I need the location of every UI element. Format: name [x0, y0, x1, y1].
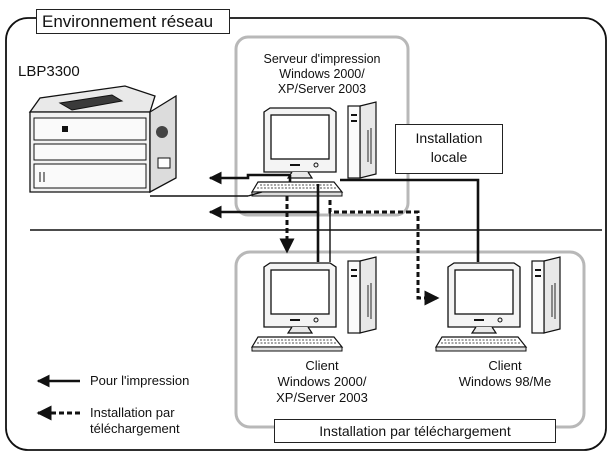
- printer-image: [28, 85, 177, 194]
- client2-computer: [435, 256, 561, 352]
- local-install-line2: locale: [430, 149, 468, 165]
- download-install-box: Installation par téléchargement: [274, 419, 556, 443]
- local-install-box: Installation locale: [395, 124, 503, 174]
- printer-model-label: LBP3300: [18, 63, 80, 80]
- server-label-line1: Serveur d'impression: [263, 52, 381, 66]
- server-computer: [251, 101, 377, 197]
- legend-print-label: Pour l'impression: [90, 373, 190, 388]
- environment-title-text: Environnement réseau: [42, 12, 214, 31]
- download-install-text: Installation par téléchargement: [319, 423, 511, 439]
- client1-label-line1: Client: [305, 358, 339, 373]
- print-flow-lines: [150, 171, 480, 262]
- legend-download-label: Installation par téléchargement: [90, 405, 180, 437]
- client2-label-line1: Client: [488, 358, 522, 373]
- legend-download-line2: téléchargement: [90, 421, 180, 436]
- server-label-line3: XP/Server 2003: [277, 82, 367, 96]
- client1-label-line3: XP/Server 2003: [276, 390, 368, 405]
- client2-label-line2: Windows 98/Me: [458, 374, 552, 389]
- client1-label: Client Windows 2000/ XP/Server 2003: [252, 358, 392, 406]
- legend-download-line1: Installation par: [90, 405, 175, 420]
- client1-computer: [251, 256, 377, 352]
- client2-label: Client Windows 98/Me: [440, 358, 570, 390]
- client1-label-line2: Windows 2000/: [277, 374, 367, 389]
- server-label: Serveur d'impression Windows 2000/ XP/Se…: [240, 52, 404, 97]
- server-label-line2: Windows 2000/: [279, 67, 365, 81]
- local-install-line1: Installation: [415, 130, 483, 146]
- download-flow-lines: [279, 196, 440, 306]
- environment-frame: [5, 17, 607, 451]
- environment-title: Environnement réseau: [36, 9, 230, 34]
